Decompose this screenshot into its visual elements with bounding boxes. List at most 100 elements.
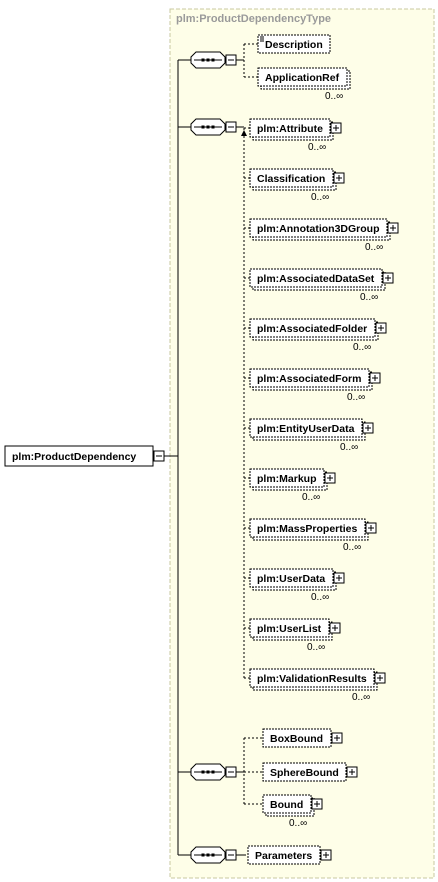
occurrence-label: 0..∞ [311,592,329,603]
expand-plus-icon[interactable] [320,849,332,861]
element-parameters[interactable]: Parameters [244,845,332,865]
expand-plus-icon[interactable] [333,172,345,184]
expand-plus-icon[interactable] [333,572,345,584]
element-box[interactable] [249,418,363,438]
element-box[interactable] [249,668,375,688]
occurrence-label: 0..∞ [340,442,358,453]
element-label: plm:ValidationResults [257,673,367,685]
sequence-dot [206,58,210,62]
element-boxbound[interactable]: BoxBound [244,728,343,748]
expand-plus-icon[interactable] [311,798,323,810]
element-label: Classification [257,173,325,185]
arrow-up-icon [241,130,247,136]
sequence-dot [211,58,215,62]
element-box[interactable] [247,845,321,865]
expand-plus-icon[interactable] [362,422,374,434]
element-plm-massproperties[interactable]: plm:MassProperties 0..∞ [244,518,377,553]
element-box[interactable] [249,518,366,538]
sequence-dot [211,770,215,774]
sequence-dot [206,125,210,129]
element-box[interactable] [249,218,388,238]
element-box[interactable] [257,34,331,54]
element-plm-annotation3dgroup[interactable]: plm:Annotation3DGroup 0..∞ [244,218,399,253]
occurrence-label: 0..∞ [289,818,307,829]
expand-plus-icon[interactable] [369,372,381,384]
expand-plus-icon[interactable] [346,766,358,778]
element-label: plm:AssociatedForm [257,373,361,385]
element-plm-entityuserdata[interactable]: plm:EntityUserData 0..∞ [244,418,374,453]
element-label: BoxBound [270,733,323,745]
element-label: Bound [270,799,303,811]
expand-plus-icon[interactable] [329,622,341,634]
element-plm-associatedform[interactable]: plm:AssociatedForm 0..∞ [244,368,381,403]
group-collapse-toggle[interactable] [225,766,237,778]
occurrence-label: 0..∞ [347,392,365,403]
expand-plus-icon[interactable] [365,522,377,534]
element-label: plm:AssociatedDataSet [257,273,375,285]
expand-plus-icon[interactable] [374,672,386,684]
element-box[interactable] [249,618,330,638]
element-box[interactable] [249,118,331,138]
group-collapse-toggle[interactable] [225,54,237,66]
sequence-dot [211,853,215,857]
sequence-dot [201,853,205,857]
occurrence-label: 0..∞ [307,642,325,653]
element-plm-associateddataset[interactable]: plm:AssociatedDataSet 0..∞ [244,268,394,303]
element-plm-userdata[interactable]: plm:UserData 0..∞ [244,568,345,603]
element-spherebound[interactable]: SphereBound [244,762,358,782]
element-box[interactable] [249,468,325,488]
element-box[interactable] [249,268,383,288]
occurrence-label: 0..∞ [365,242,383,253]
occurrence-label: 0..∞ [353,342,371,353]
sequence-dot [206,853,210,857]
element-plm-validationresults[interactable]: plm:ValidationResults 0..∞ [244,668,386,703]
expand-plus-icon[interactable] [324,472,336,484]
element-label: plm:Markup [257,473,317,485]
element-label: plm:EntityUserData [257,423,355,435]
occurrence-label: 0..∞ [352,692,370,703]
sequence-group-2: plm:Attribute0..∞Classification0..∞plm:A… [178,118,399,703]
element-box[interactable] [262,762,347,782]
expand-plus-icon[interactable] [382,272,394,284]
element-box[interactable] [262,794,312,814]
expand-plus-icon[interactable] [330,122,342,134]
element-label: plm:Annotation3DGroup [257,223,379,235]
root-element-box[interactable] [4,445,154,467]
occurrence-label: 0..∞ [343,542,361,553]
sequence-dot [206,770,210,774]
element-label: plm:UserData [257,573,325,585]
expand-plus-icon[interactable] [331,732,343,744]
element-box[interactable] [257,67,348,87]
expand-plus-icon[interactable] [375,322,387,334]
group-collapse-toggle[interactable] [225,121,237,133]
element-label: plm:AssociatedFolder [257,323,367,335]
element-label: plm:MassProperties [257,523,358,535]
occurrence-label: 0..∞ [308,142,326,153]
element-box[interactable] [249,368,370,388]
sequence-dot [211,125,215,129]
element-plm-associatedfolder[interactable]: plm:AssociatedFolder 0..∞ [244,318,387,353]
element-box[interactable] [249,168,334,188]
element-label: SphereBound [270,767,339,779]
expand-plus-icon[interactable] [387,222,399,234]
sequence-dot [201,58,205,62]
root-collapse-toggle[interactable] [153,450,165,462]
element-classification[interactable]: Classification 0..∞ [244,168,345,203]
element-label: Parameters [255,850,312,862]
group-collapse-toggle[interactable] [225,849,237,861]
occurrence-label: 0..∞ [311,192,329,203]
element-box[interactable] [249,318,376,338]
element-box[interactable] [249,568,334,588]
occurrence-label: 0..∞ [325,91,343,102]
element-bound[interactable]: Bound 0..∞ [244,794,323,829]
element-description[interactable]: Description [244,34,331,54]
element-box[interactable] [262,728,332,748]
occurrence-label: 0..∞ [360,292,378,303]
